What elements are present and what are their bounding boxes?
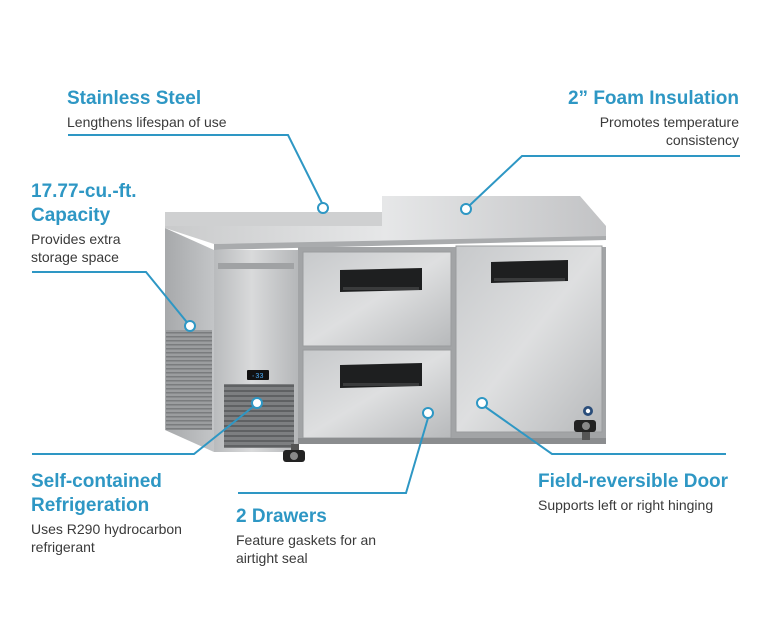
- door-title: Field-reversible Door: [538, 471, 729, 492]
- refrigeration-title-line2: Refrigeration: [31, 495, 150, 516]
- foam-title: 2” Foam Insulation: [567, 88, 739, 109]
- callout-refrigeration: Self-contained Refrigeration Uses R290 h…: [31, 470, 182, 556]
- stainless-leader-line: [68, 134, 323, 204]
- stainless-title: Stainless Steel: [67, 88, 202, 109]
- bottom-drawer: [302, 349, 452, 439]
- drawers-title: 2 Drawers: [236, 506, 327, 527]
- dot-ring-icon: [460, 203, 472, 215]
- door-handle: [491, 260, 568, 283]
- refrigeration-leader-line: [32, 405, 255, 455]
- drawers-desc-line1: Feature gaskets for an: [236, 532, 377, 548]
- top-trim: [218, 263, 294, 269]
- bottom-drawer-handle: [340, 363, 422, 388]
- dot-ring-icon: [476, 397, 488, 409]
- foam-desc-line2: consistency: [665, 132, 739, 148]
- temperature-display: [247, 370, 269, 380]
- callout-foam: 2” Foam Insulation Promotes temperature …: [568, 87, 739, 149]
- display-digits-icon: ·33: [251, 373, 264, 381]
- stainless-desc: Lengthens lifespan of use: [67, 114, 227, 130]
- dot-ring-icon: [251, 397, 263, 409]
- capacity-title-line2: Capacity: [31, 205, 111, 226]
- drawers-desc-line2: airtight seal: [236, 550, 308, 566]
- callout-lines: [32, 134, 740, 494]
- countertop-front-edge: [214, 236, 606, 250]
- foam-desc-line1: Promotes temperature: [599, 114, 739, 130]
- refrigeration-desc-line2: refrigerant: [31, 539, 95, 555]
- dot-ring-icon: [422, 407, 434, 419]
- dot-ring-icon: [184, 320, 196, 332]
- capacity-desc-line1: Provides extra: [31, 231, 121, 247]
- top-drawer: [302, 251, 452, 347]
- capacity-desc-line2: storage space: [31, 249, 119, 265]
- caster-left: [283, 444, 305, 462]
- countertop-top: [165, 196, 606, 244]
- callout-door: Field-reversible Door Supports left or r…: [538, 470, 728, 514]
- callout-capacity: 17.77-cu.-ft. Capacity Provides extra st…: [31, 180, 137, 266]
- drawers-leader-line: [238, 417, 429, 494]
- compressor-grille: [224, 384, 294, 448]
- refrigeration-title-line1: Self-contained: [31, 471, 162, 492]
- dot-ring-icon: [317, 202, 329, 214]
- side-vent: [166, 330, 212, 430]
- base-plate: [298, 438, 606, 444]
- callout-markers: [184, 202, 488, 419]
- door-leader-line: [483, 405, 726, 455]
- door-desc: Supports left or right hinging: [538, 497, 714, 513]
- callout-stainless: Stainless Steel Lengthens lifespan of us…: [67, 87, 227, 131]
- foam-leader-line: [469, 155, 740, 206]
- callout-drawers: 2 Drawers Feature gaskets for an airtigh…: [236, 505, 376, 567]
- caster-right: [574, 420, 596, 440]
- capacity-leader-line: [32, 271, 191, 327]
- top-drawer-handle: [340, 268, 422, 292]
- capacity-title-line1: 17.77-cu.-ft.: [31, 181, 137, 202]
- countertop-back-shadow: [165, 212, 382, 226]
- refrigeration-desc-line1: Uses R290 hydrocarbon: [31, 521, 182, 537]
